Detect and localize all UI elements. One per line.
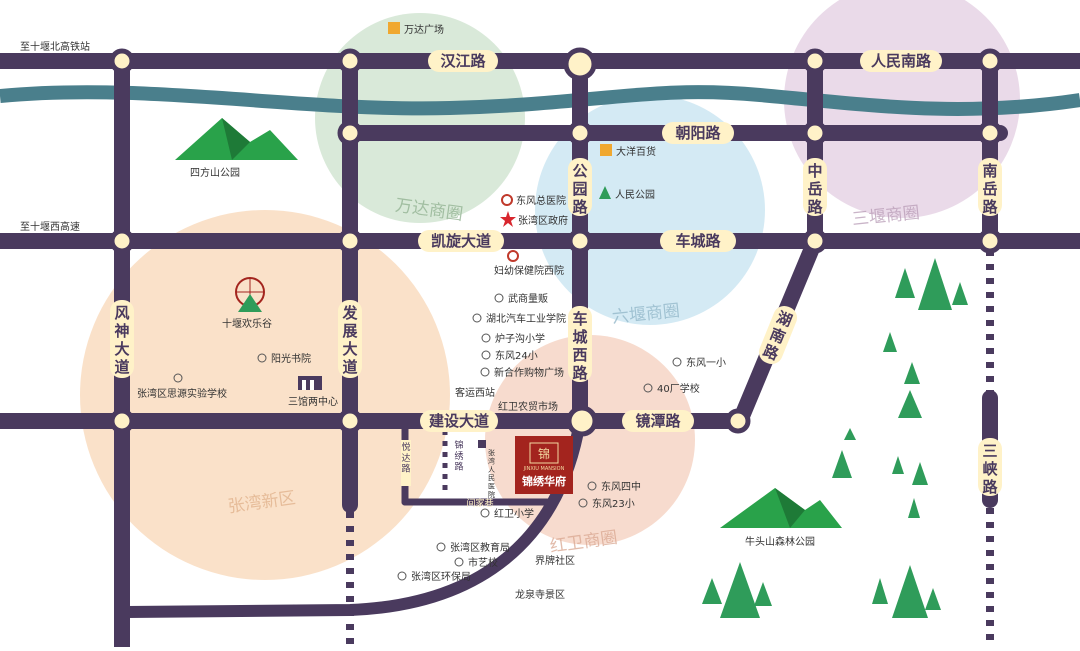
svg-text:车城路: 车城路 (675, 232, 721, 250)
poi-hongwei-market: 红卫农贸市场 (498, 400, 558, 413)
road-label-fazhan: 发展大道 (338, 300, 362, 378)
poi-sanguan: 三馆两中心 (288, 395, 338, 408)
hospital-icon (478, 440, 486, 448)
road-label-renmin-south: 人民南路 (860, 50, 942, 72)
svg-text:发展大道: 发展大道 (341, 304, 358, 376)
svg-text:朝阳路: 朝阳路 (675, 124, 721, 142)
project-marker: 锦 JINXIU MANSION 锦绣华府 (515, 436, 573, 494)
svg-text:公园路: 公园路 (572, 162, 588, 216)
road-label-hanjiang: 汉江路 (428, 50, 498, 72)
project-subtitle: JINXIU MANSION (523, 466, 565, 472)
svg-text:间家巷: 间家巷 (466, 497, 493, 509)
poi-hubei-auto: 湖北汽车工业学院 (486, 312, 566, 325)
svg-text:中岳路: 中岳路 (807, 162, 823, 216)
poi-keyun: 客运西站 (455, 386, 495, 399)
river (0, 85, 1080, 116)
road-label-jinxiu: 锦绣路 (454, 439, 463, 473)
label-west-expressway: 至十堰西高速 (20, 220, 80, 233)
ferris-wheel-icon (235, 277, 265, 312)
poi-dongfeng4zhong: 东风四中 (601, 480, 641, 493)
road-label-nanyue: 南岳路 (978, 158, 1002, 216)
poi-wushang: 武商量贩 (508, 292, 548, 305)
poi-jiepai: 界牌社区 (535, 554, 575, 567)
project-name: 锦绣华府 (522, 474, 566, 488)
svg-text:锦绣路: 锦绣路 (454, 439, 463, 473)
svg-text:车城西路: 车城西路 (572, 310, 588, 382)
poi-sifangshan: 四方山公园 (190, 166, 240, 179)
road-label-jingtan: 镜潭路 (622, 410, 694, 432)
shop-icon (600, 144, 612, 156)
poi-xinhezuo: 新合作购物广场 (494, 366, 564, 379)
project-logo: 锦 (538, 447, 550, 461)
poi-dongfeng1: 东风一小 (686, 356, 726, 369)
intersection-nodes (109, 47, 1003, 437)
zone-zhangwan: 张湾新区 (80, 210, 450, 580)
poi-school40: 40厂学校 (657, 382, 700, 395)
hospital-icon (507, 250, 519, 262)
label-north-rail: 至十堰北高铁站 (20, 40, 90, 53)
svg-text:三峡路: 三峡路 (982, 442, 998, 496)
road-label-jianjia: 间家巷 (466, 497, 493, 509)
poi-yangguang: 阳光书院 (271, 352, 311, 365)
svg-text:凯旋大道: 凯旋大道 (431, 232, 491, 250)
poi-shiyixiao: 市艺校 (468, 556, 498, 569)
road-label-sanxia: 三峡路 (978, 438, 1002, 496)
star-icon (500, 211, 516, 227)
poi-wanda-plaza: 万达广场 (404, 23, 444, 36)
poi-silian: 张湾区思源实验学校 (137, 387, 227, 400)
poi-zhangwan-gov: 张湾区政府 (518, 214, 568, 227)
building-icon (298, 376, 322, 390)
svg-text:人民南路: 人民南路 (871, 52, 932, 70)
hospital-icon (501, 194, 513, 206)
svg-text:镜潭路: 镜潭路 (635, 412, 681, 430)
poi-fuyou: 妇幼保健院西院 (494, 264, 564, 277)
poi-niutoushan: 牛头山森林公园 (745, 535, 815, 548)
poi-hongwei-primary: 红卫小学 (494, 507, 534, 520)
svg-text:风神大道: 风神大道 (114, 304, 129, 376)
road-label-chaoyang: 朝阳路 (662, 122, 734, 144)
road-label-hunan: 湖南路 (758, 306, 798, 364)
poi-dongfeng23: 东风23小 (592, 497, 635, 510)
park-icon (599, 186, 611, 199)
tree-icons (702, 258, 968, 618)
poi-dayang: 大洋百货 (616, 145, 656, 158)
poi-dongfeng24: 东风24小 (495, 349, 538, 362)
poi-longquan: 龙泉寺景区 (515, 588, 565, 601)
poi-dongfeng-hospital: 东风总医院 (516, 194, 566, 207)
poi-luzigou: 炉子沟小学 (495, 332, 545, 345)
shop-icon (388, 22, 400, 34)
svg-text:汉江路: 汉江路 (440, 52, 486, 70)
mountain-icon (175, 118, 298, 160)
road-label-chechengxi: 车城西路 (568, 306, 592, 382)
road-label-zhongyue: 中岳路 (803, 158, 827, 216)
road-label-yueda: 悦达路 (401, 440, 411, 486)
poi-happy-valley: 十堰欢乐谷 (222, 317, 272, 330)
mountain-icon (720, 488, 842, 528)
poi-huanbaoju: 张湾区环保局 (411, 570, 471, 583)
road-label-kaixuan: 凯旋大道 (418, 230, 504, 252)
svg-text:悦达路: 悦达路 (401, 441, 410, 475)
poi-jiaoyuju: 张湾区教育局 (450, 541, 510, 554)
road-label-chechenglu: 车城路 (660, 230, 736, 252)
poi-renmin-park: 人民公园 (615, 189, 655, 201)
road-label-jianshe: 建设大道 (420, 410, 498, 432)
svg-text:南岳路: 南岳路 (982, 162, 998, 216)
road-label-fengshen: 风神大道 (110, 300, 134, 378)
zone-liuyan: 六堰商圈 (535, 95, 765, 328)
road-label-gongyuan: 公园路 (568, 158, 592, 216)
poi-icon (173, 293, 682, 581)
poi-zhangwan-people-hospital: 张湾人民医院 (488, 448, 495, 499)
svg-text:建设大道: 建设大道 (429, 412, 489, 430)
